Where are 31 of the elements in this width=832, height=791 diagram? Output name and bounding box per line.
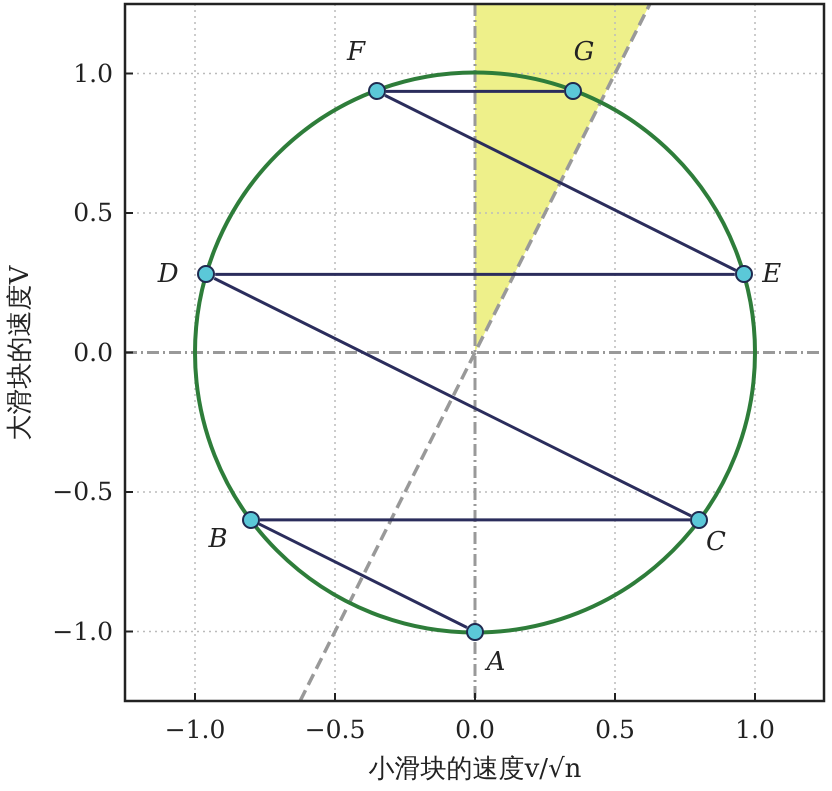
tick-label: 0.0 xyxy=(73,340,113,364)
point-label: F xyxy=(346,39,366,66)
point-label: A xyxy=(486,648,506,674)
point-label: E xyxy=(762,261,782,288)
connecting-line xyxy=(384,94,736,272)
axis-title: 小滑块的速度v/√n xyxy=(368,756,582,782)
tick-label: −1.0 xyxy=(52,618,113,644)
point-label: B xyxy=(208,526,228,552)
tick-label: 1.0 xyxy=(735,717,775,742)
point-marker xyxy=(466,622,484,640)
axis-title: 大滑块的速度V xyxy=(7,265,33,440)
tick-label: −0.5 xyxy=(52,479,113,504)
tick-label: 0.0 xyxy=(455,717,495,742)
tick-label: 0.5 xyxy=(595,717,635,742)
connecting-line xyxy=(386,90,564,93)
point-marker xyxy=(242,510,260,529)
connecting-line xyxy=(260,518,690,522)
connecting-line xyxy=(214,277,692,518)
connecting-line xyxy=(258,522,468,629)
point-marker xyxy=(197,265,216,284)
tick-label: −1.0 xyxy=(164,717,226,742)
tick-label: −0.5 xyxy=(304,717,366,742)
point-label: G xyxy=(574,39,594,66)
tick-label: 0.5 xyxy=(73,200,113,225)
point-label: C xyxy=(706,528,726,555)
point-marker xyxy=(734,265,753,284)
connecting-line xyxy=(215,272,735,276)
tick-label: 1.0 xyxy=(73,60,113,86)
point-marker xyxy=(368,82,386,100)
point-marker xyxy=(690,510,708,529)
point-label: D xyxy=(158,261,179,288)
